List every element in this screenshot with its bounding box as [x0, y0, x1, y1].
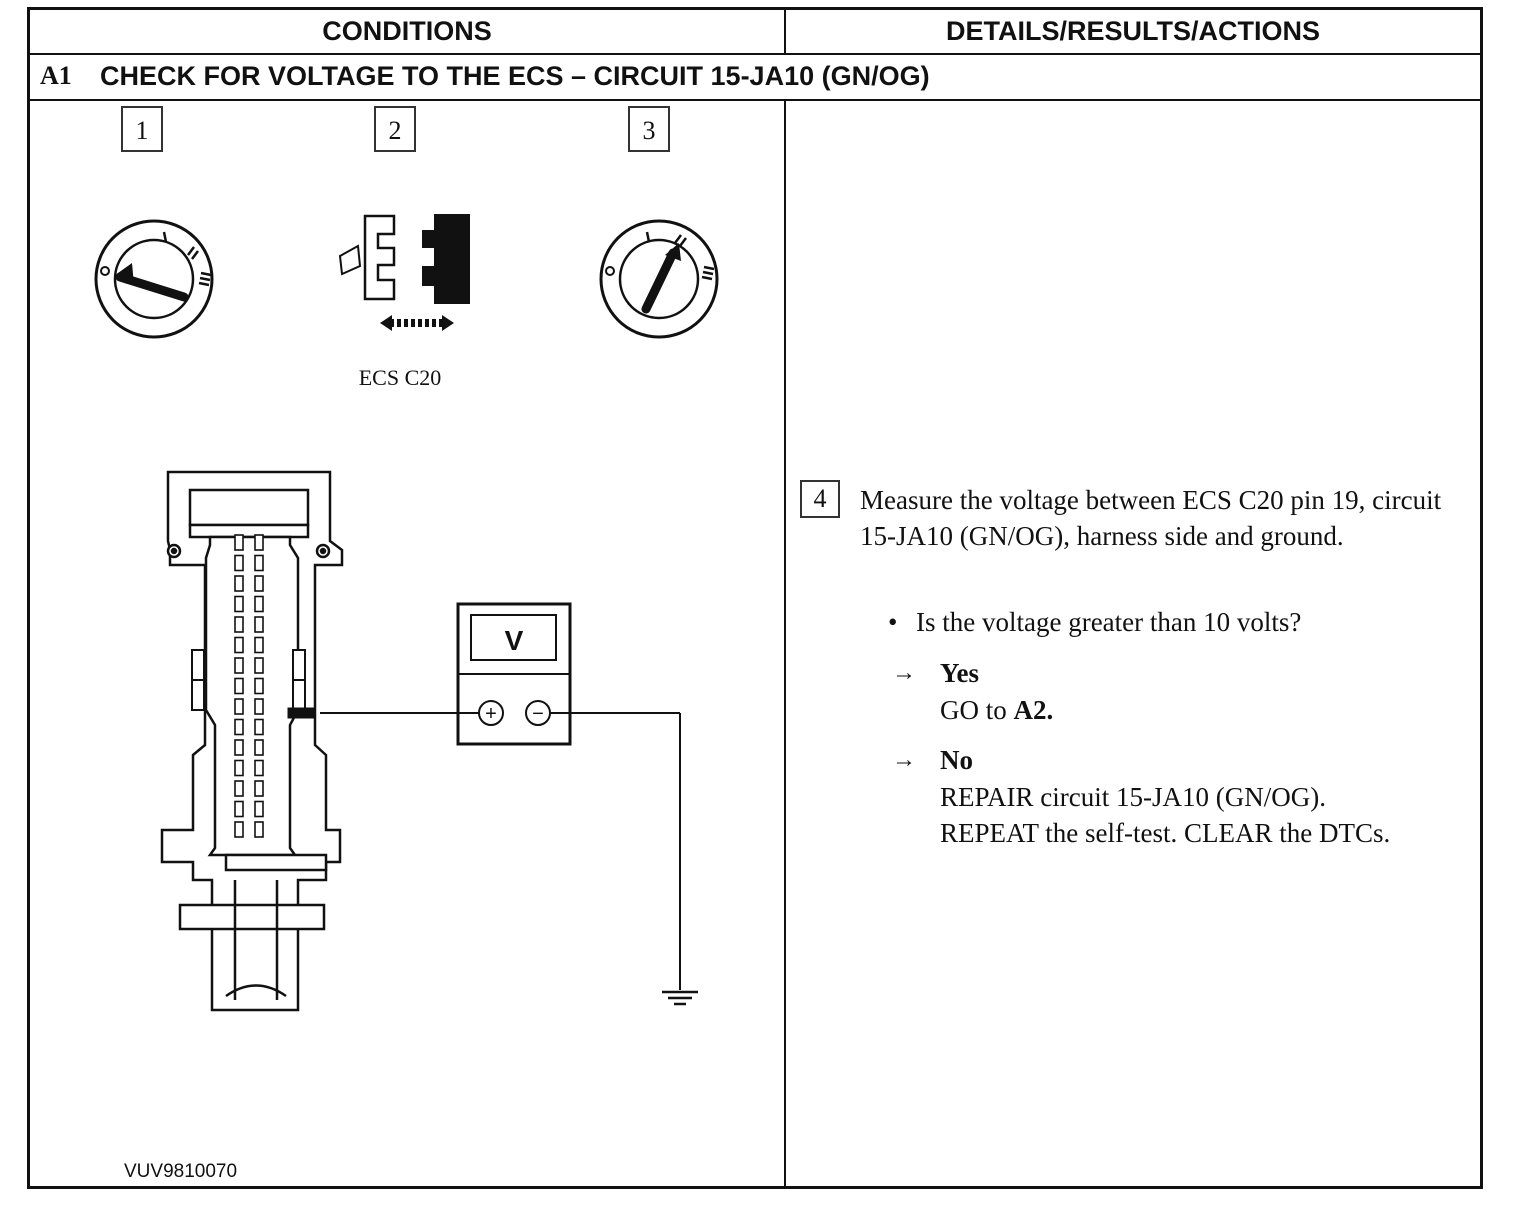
step-number-4: 4: [800, 480, 840, 518]
connector-pin-grid: [234, 534, 264, 838]
conditions-diagram: 1 2 3: [94, 106, 719, 1182]
step-number-2: 2: [389, 116, 402, 145]
connector-pin: [254, 534, 264, 551]
details-header: DETAILS/RESULTS/ACTIONS: [945, 16, 1320, 46]
answer-yes-text: GO to A2.: [940, 692, 1053, 728]
connector-pin: [234, 677, 244, 695]
ignition-off-icon: [94, 219, 214, 339]
connector-pin: [254, 759, 264, 777]
step-title-row: A1 CHECK FOR VOLTAGE TO THE ECS – CIRCUI…: [30, 53, 1480, 101]
connector-pin: [254, 780, 264, 797]
instruction-text: Measure the voltage between ECS C20 pin …: [860, 485, 1442, 551]
connector-pin: [254, 575, 264, 592]
figure-id: VUV9810070: [124, 1161, 237, 1182]
harness-connector-icon: [160, 470, 344, 1012]
connector-pin: [254, 698, 264, 715]
connector-pin: [234, 554, 244, 572]
answer-no-line-2: REPEAT the self-test. CLEAR the DTCs.: [940, 818, 1391, 848]
test-leads: [287, 707, 681, 990]
voltmeter-icon: V + −: [456, 602, 572, 746]
answer-yes-label: Yes: [940, 658, 979, 688]
connector-pin: [254, 739, 264, 756]
step-box-3: 3: [628, 106, 670, 152]
connector-pin: [254, 636, 264, 654]
answer-no-label: No: [940, 745, 973, 775]
procedure-table: CONDITIONS DETAILS/RESULTS/ACTIONS A1 CH…: [27, 7, 1483, 1189]
meter-symbol: V: [505, 625, 524, 656]
meter-minus-terminal: −: [532, 703, 544, 725]
connector-pin: [234, 759, 244, 777]
connector-pin: [234, 821, 244, 838]
conditions-header: CONDITIONS: [30, 10, 786, 53]
connector-label: ECS C20: [359, 365, 442, 390]
connector-pin: [234, 718, 244, 736]
connector-pin: [254, 800, 264, 818]
connector-pin: [234, 698, 244, 715]
connector-pin: [254, 554, 264, 572]
connector-pin: [254, 657, 264, 674]
connector-pin: [234, 534, 244, 551]
answer-no-line-1: REPAIR circuit 15-JA10 (GN/OG).: [940, 782, 1326, 812]
bullet-icon: •: [888, 607, 898, 637]
arrow-right-icon: →: [892, 660, 916, 686]
step-title: CHECK FOR VOLTAGE TO THE ECS – CIRCUIT 1…: [100, 61, 930, 91]
arrow-right-icon: →: [892, 747, 916, 773]
connector-pin: [234, 739, 244, 756]
answer-yes-target: A2.: [1013, 695, 1054, 725]
question-text: Is the voltage greater than 10 volts?: [916, 607, 1302, 637]
answer-yes-action: GO to: [940, 695, 1014, 725]
connector-pin: [254, 718, 264, 736]
connector-pin: [234, 780, 244, 797]
step-id: A1: [40, 61, 72, 90]
step-number-3: 3: [643, 116, 656, 145]
connector-pin: [254, 677, 264, 695]
connector-pin: [254, 821, 264, 838]
connector-pin: [234, 800, 244, 818]
connector-pin: [234, 595, 244, 613]
step-box-2: 2: [374, 106, 416, 152]
meter-plus-terminal: +: [485, 703, 497, 725]
connector-pin: [234, 636, 244, 654]
table-header-row: CONDITIONS DETAILS/RESULTS/ACTIONS: [30, 10, 1480, 55]
step-box-1: 1: [121, 106, 163, 152]
connector-pin: [254, 616, 264, 633]
connector-pin: [254, 595, 264, 613]
column-divider: [784, 99, 786, 1189]
connector-pin: [234, 657, 244, 674]
connector-disconnect-icon: [338, 214, 470, 331]
step-number-1: 1: [136, 116, 149, 145]
ignition-on-icon: [599, 219, 719, 339]
ground-symbol-icon: [662, 990, 698, 1006]
connector-pin: [234, 616, 244, 633]
connector-pin: [234, 575, 244, 592]
